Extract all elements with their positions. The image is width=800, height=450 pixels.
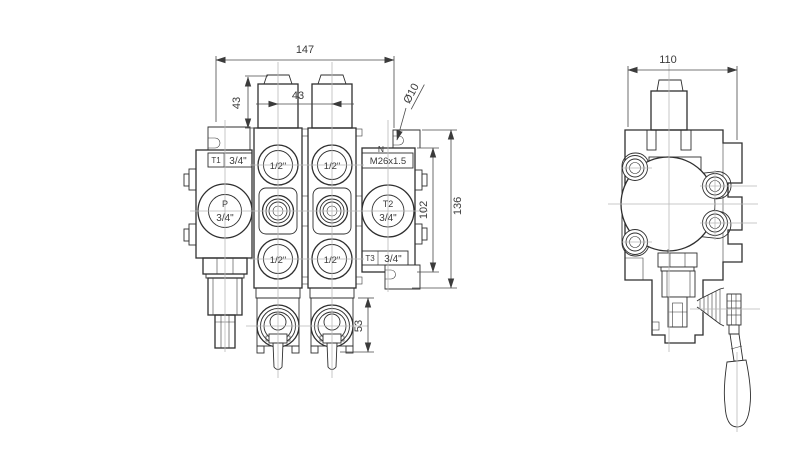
label-port-n: N bbox=[378, 144, 384, 154]
dim-cap-spacing: 43 bbox=[256, 90, 354, 108]
side-plug bbox=[414, 169, 423, 191]
front-view: T1 3/4" P 3/4" 1/2" 1/2" 1/2" 1/2" N M26… bbox=[183, 44, 464, 378]
top-slot bbox=[680, 129, 692, 151]
label-port-p: P bbox=[222, 199, 228, 209]
mounting-ear-top-right bbox=[392, 129, 421, 148]
mounting-slot-top-left bbox=[208, 137, 221, 149]
dim-overall-height: 136 bbox=[412, 129, 464, 289]
t1-label-bar bbox=[207, 152, 253, 168]
label-port-t2: T2 bbox=[383, 199, 394, 209]
centerlines-side bbox=[608, 64, 760, 432]
side-plug bbox=[188, 223, 197, 246]
side-plug bbox=[414, 223, 423, 245]
label-port-n-thread: M26x1.5 bbox=[370, 156, 406, 167]
label-work-port: 1/2" bbox=[324, 255, 341, 266]
label-port-t1: T1 bbox=[211, 156, 221, 165]
label-port-t3: T3 bbox=[365, 254, 375, 263]
dim-body-height: 102 bbox=[417, 147, 439, 273]
label-port-t2-size: 3/4" bbox=[379, 213, 397, 224]
side-plug bbox=[183, 173, 190, 187]
side-body bbox=[624, 129, 743, 344]
label-work-port: 1/2" bbox=[324, 161, 341, 172]
dim-side-width: 110 bbox=[627, 54, 738, 140]
dim-text-147: 147 bbox=[296, 44, 314, 56]
lever-grip bbox=[723, 359, 751, 428]
dim-text-53: 53 bbox=[353, 320, 365, 332]
n-label-bar bbox=[361, 152, 414, 169]
side-plug bbox=[421, 227, 428, 241]
control-lever bbox=[696, 287, 751, 428]
lever-hex-cap bbox=[726, 293, 742, 326]
dim-text-43-horizontal: 43 bbox=[292, 90, 304, 102]
mounting-flange bbox=[620, 152, 732, 257]
dim-lever-depth: 53 bbox=[340, 297, 374, 353]
mounting-slot-top-right bbox=[393, 135, 404, 146]
side-plug bbox=[421, 173, 428, 187]
dim-cap-height: 43 bbox=[231, 75, 268, 129]
relief-valve-side bbox=[657, 252, 698, 328]
dim-text-dia10: Ø10 bbox=[401, 82, 421, 106]
label-work-port: 1/2" bbox=[270, 161, 287, 172]
centerlines-front bbox=[190, 62, 428, 378]
dim-text-110: 110 bbox=[659, 54, 677, 66]
lever-neck bbox=[728, 324, 740, 335]
mounting-slot-bottom-right bbox=[385, 269, 396, 280]
dim-text-43-vertical: 43 bbox=[231, 97, 243, 109]
side-plug bbox=[183, 228, 190, 242]
side-plug bbox=[188, 168, 197, 191]
side-view: 110 bbox=[608, 54, 760, 432]
label-port-t1-size: 3/4" bbox=[229, 156, 247, 167]
label-port-p-size: 3/4" bbox=[216, 213, 234, 224]
dim-text-102: 102 bbox=[418, 201, 430, 219]
lever-bellows bbox=[696, 287, 725, 327]
mounting-ear-bottom-right bbox=[384, 264, 421, 290]
top-slot bbox=[646, 129, 657, 151]
dim-text-136: 136 bbox=[452, 197, 464, 215]
dim-overall-width: 147 bbox=[215, 44, 395, 128]
label-work-port: 1/2" bbox=[270, 255, 287, 266]
label-port-t3-size: 3/4" bbox=[384, 254, 402, 265]
mounting-ear-top-left bbox=[207, 126, 251, 150]
